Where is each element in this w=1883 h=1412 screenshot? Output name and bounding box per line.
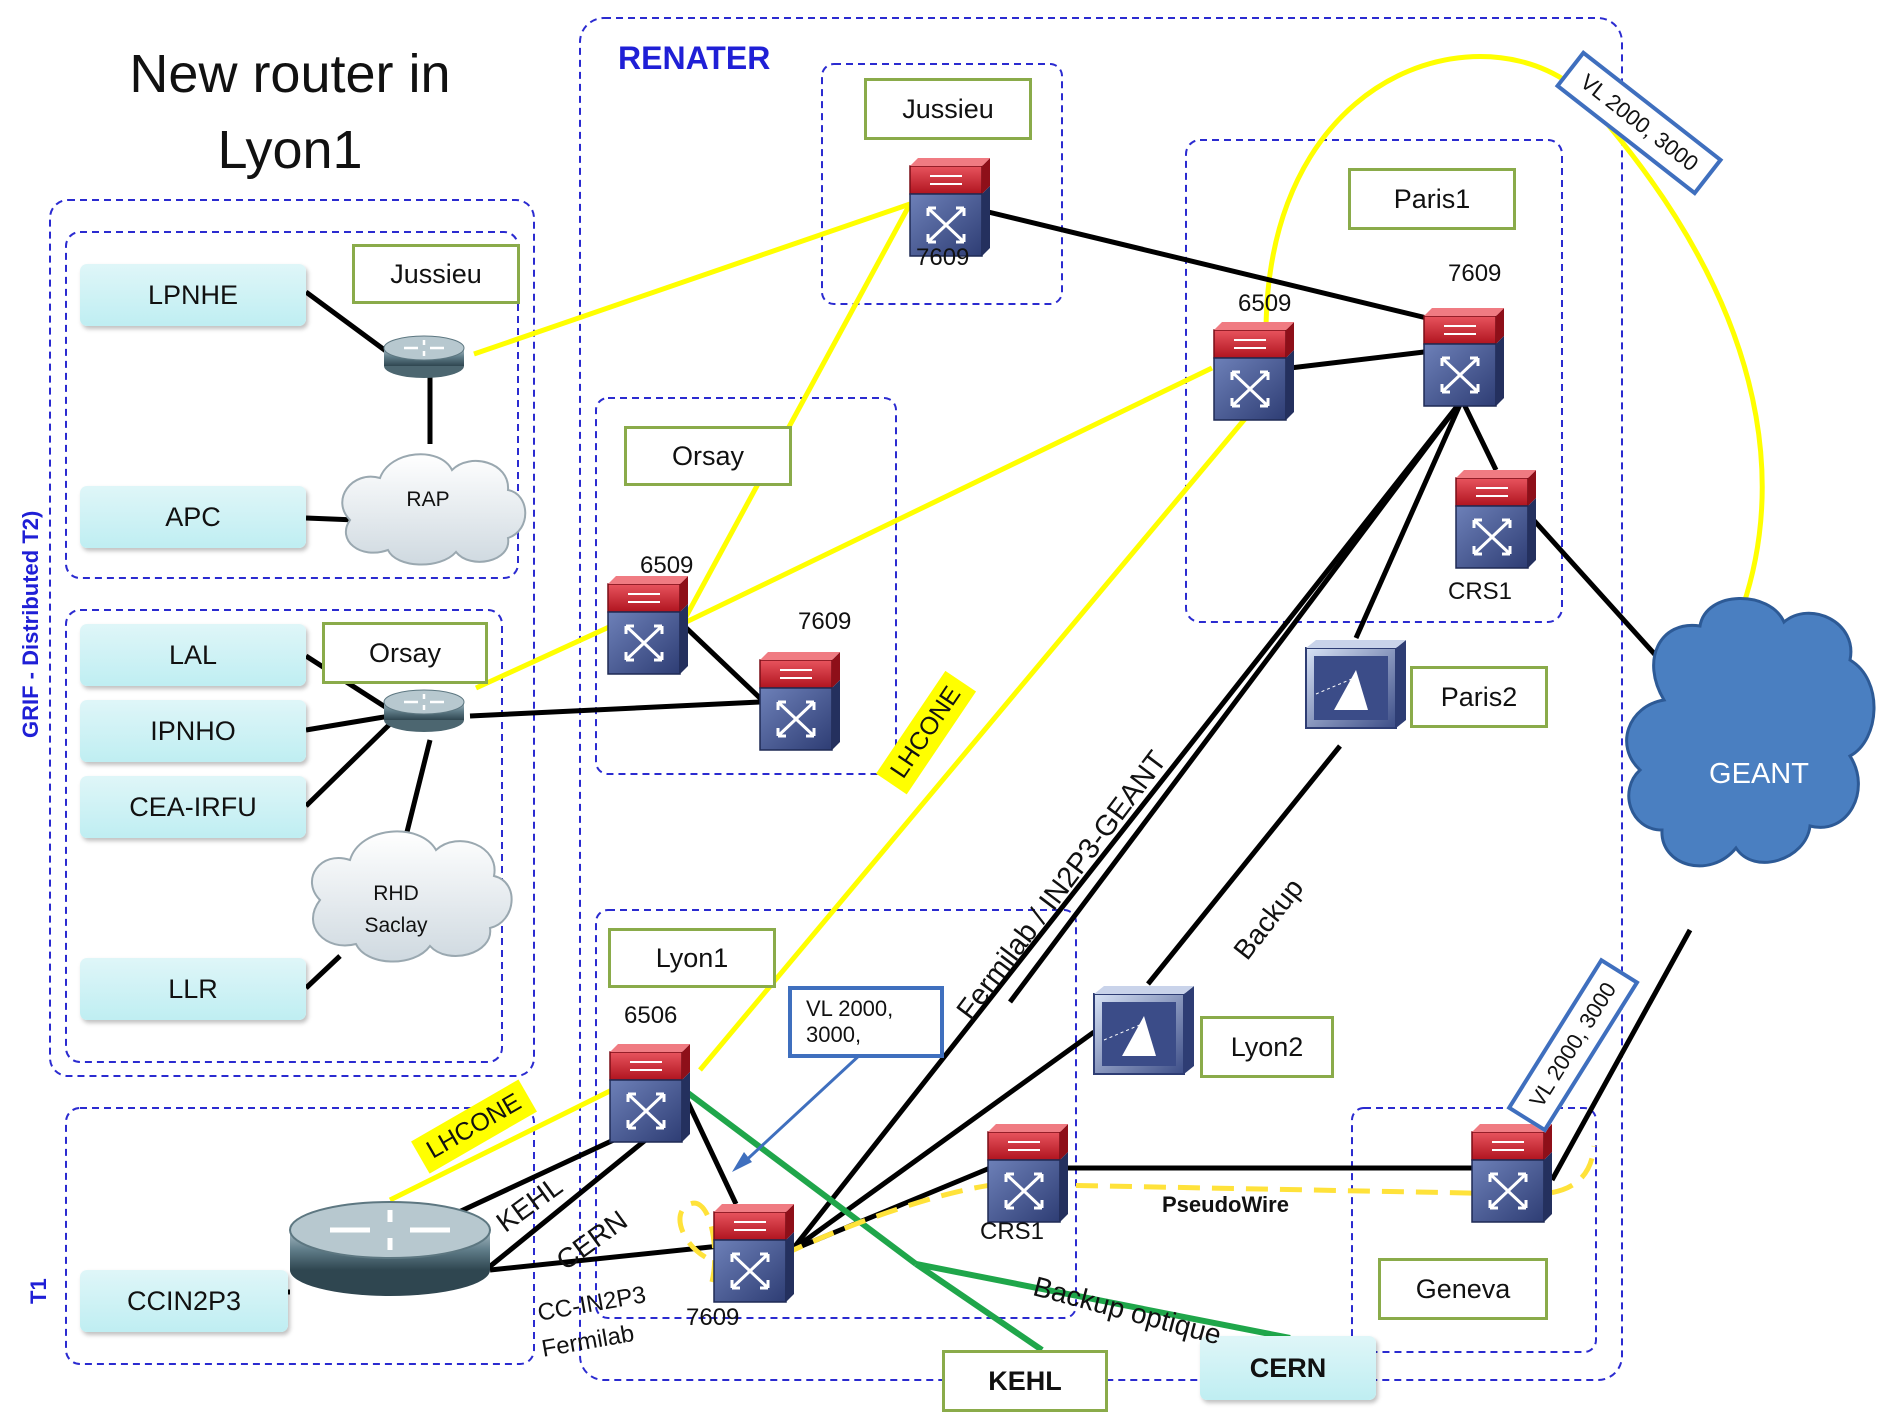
rap-cloud-label: RAP (406, 488, 450, 511)
paris1-6509-switch-icon (1212, 320, 1296, 422)
location-lyon1: Lyon1 (608, 928, 776, 988)
site-apc: APC (80, 486, 306, 548)
location-jussieu-renater: Jussieu (864, 78, 1032, 140)
crs1-switch-icon (986, 1122, 1070, 1224)
site-ipnho: IPNHO (80, 700, 306, 762)
vlan-tag-lyon: VL 2000, 3000, (788, 986, 944, 1058)
jussieu-grif-router-icon (382, 334, 466, 380)
pseudowire-label: PseudoWire (1162, 1192, 1289, 1217)
label-jussieu-7609: 7609 (916, 244, 970, 271)
location-orsay-grif: Orsay (322, 622, 488, 684)
title-line1: New router in (129, 44, 451, 104)
site-cea-irfu: CEA-IRFU (80, 776, 306, 838)
label-orsay-7609: 7609 (798, 608, 852, 635)
rhd-line2: Saclay (364, 914, 428, 937)
site-cern: CERN (1200, 1336, 1376, 1400)
lyon1-7609-switch-icon (712, 1202, 796, 1304)
paris1-7609-switch-icon (1422, 306, 1506, 408)
label-lyon1-6506: 6506 (624, 1002, 678, 1029)
site-llr: LLR (80, 958, 306, 1020)
location-orsay-renater: Orsay (624, 426, 792, 486)
page-title: New router in Lyon1 (40, 36, 540, 188)
orsay-grif-router-icon (382, 688, 466, 734)
grouping-boxes (49, 17, 1623, 1381)
vlan-lyon-line1: VL 2000, (806, 996, 894, 1021)
site-lal: LAL (80, 624, 306, 686)
ccin2p3-router-icon (289, 1201, 491, 1296)
site-ccin2p3: CCIN2P3 (80, 1270, 288, 1332)
location-lyon2: Lyon2 (1200, 1016, 1334, 1078)
rhd-saclay-cloud (310, 830, 513, 963)
label-crs1: CRS1 (980, 1218, 1045, 1245)
rhd-line1: RHD (373, 882, 419, 905)
label-paris1-crs1: CRS1 (1448, 578, 1513, 605)
title-line2: Lyon1 (217, 120, 363, 180)
vlan-arrow (732, 1038, 878, 1172)
physical-links (270, 207, 1698, 1295)
lyon1-6506-switch-icon (608, 1042, 692, 1144)
location-geneva: Geneva (1378, 1258, 1548, 1320)
backup-optique-links (682, 1087, 1291, 1353)
orsay-7609-switch-icon (758, 650, 842, 752)
geant-cloud (1625, 597, 1876, 868)
location-paris2: Paris2 (1410, 666, 1548, 728)
jussieu-7609-switch-icon (908, 156, 992, 258)
label-paris1-6509: 6509 (1238, 290, 1292, 317)
pseudowire-link (677, 1145, 1597, 1283)
rhd-cloud-label: RHD Saclay (356, 878, 436, 942)
rap-cloud (341, 453, 527, 566)
lyon2-optical-icon (1093, 985, 1195, 1075)
geant-cloud-label: GEANT (1709, 758, 1809, 790)
location-kehl: KEHL (942, 1350, 1108, 1412)
location-jussieu-grif: Jussieu (352, 244, 520, 304)
grif-group-label: GRIF - Distributed T2) (18, 510, 43, 738)
site-lpnhe: LPNHE (80, 264, 306, 326)
renater-heading: RENATER (618, 40, 771, 76)
vlan-lyon-line2: 3000, (806, 1022, 862, 1047)
paris2-optical-icon (1305, 639, 1407, 729)
label-paris1-7609: 7609 (1448, 260, 1502, 287)
t1-group-label: T1 (26, 1278, 51, 1304)
geneva-switch-icon (1470, 1122, 1554, 1224)
label-lyon1-7609: 7609 (686, 1304, 740, 1331)
paris1-crs1-switch-icon (1454, 468, 1538, 570)
location-paris1: Paris1 (1348, 168, 1516, 230)
label-orsay-6509: 6509 (640, 552, 694, 579)
orsay-6509-switch-icon (606, 574, 690, 676)
